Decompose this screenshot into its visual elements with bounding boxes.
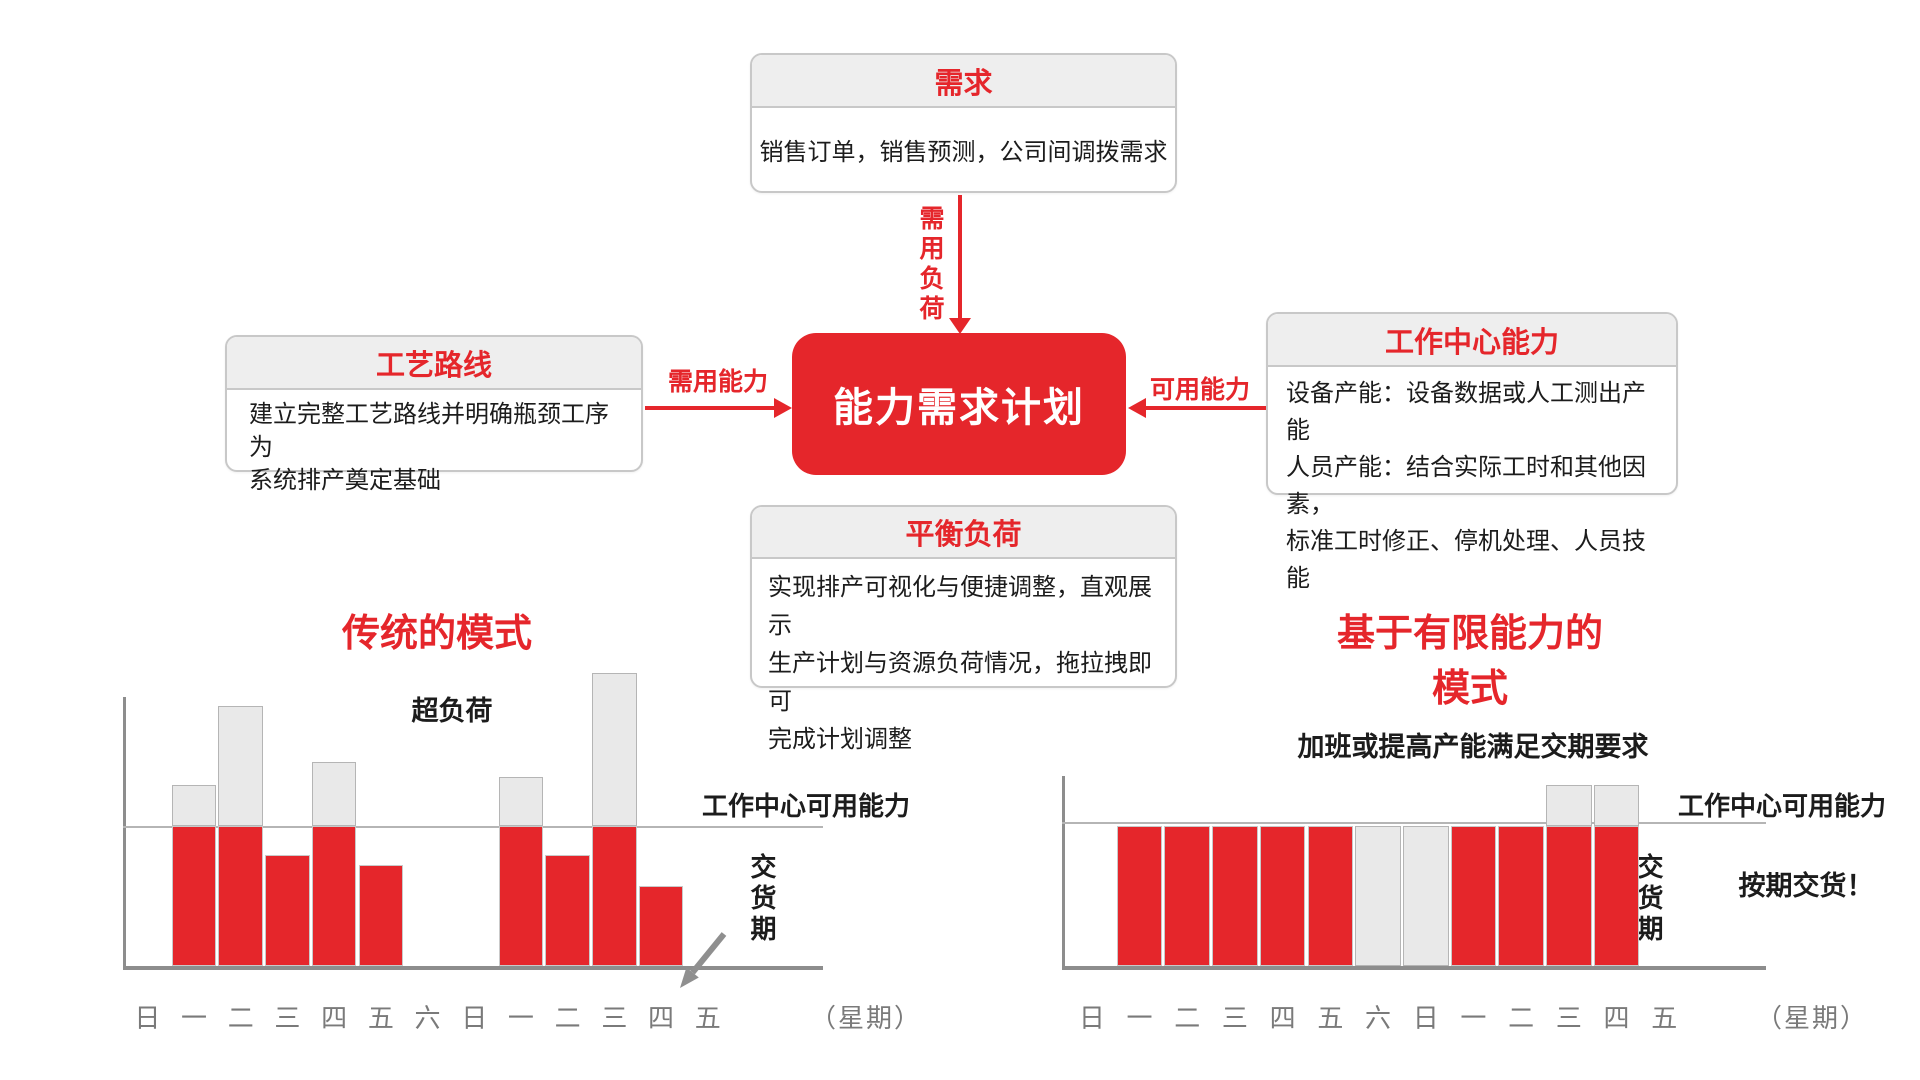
- delivery-date-arrow-icon: [680, 932, 727, 988]
- load-bar: [1593, 826, 1640, 966]
- day-tick-label: 一: [1126, 1003, 1153, 1033]
- day-tick-label: 三: [274, 1003, 301, 1033]
- overload-bar: [592, 673, 637, 826]
- overload-label: 超负荷: [411, 696, 493, 726]
- day-tick-label: 六: [414, 1003, 441, 1033]
- day-tick-label: 日: [1412, 1003, 1439, 1033]
- workcenter-box: 工作中心能力 设备产能：设备数据或人工测出产能 人员产能：结合实际工时和其他因素…: [1266, 312, 1678, 592]
- day-tick-label: 三: [1221, 1003, 1248, 1033]
- day-tick-label: 三: [1555, 1003, 1582, 1033]
- day-tick-label: 三: [601, 1003, 628, 1033]
- capacity-line-label-left: 工作中心可用能力: [702, 791, 911, 821]
- routing-to-center-arrowhead: [774, 398, 792, 418]
- load-bar: [171, 826, 217, 966]
- overload-bar: [218, 705, 264, 826]
- finite-chart-y-axis: [1062, 776, 1065, 968]
- day-tick-label: 一: [507, 1003, 534, 1033]
- load-bar: [1546, 826, 1592, 966]
- demand-box-body: 销售订单，销售预测，公司间调拨需求: [759, 139, 1168, 166]
- load-bar: [545, 855, 590, 966]
- day-tick-label: 日: [1078, 1003, 1105, 1033]
- balance-box-title: 平衡负荷: [752, 507, 1175, 559]
- load-bar: [1498, 826, 1544, 966]
- workcenter-to-center-arrowhead: [1128, 398, 1146, 418]
- day-tick-label: 六: [1365, 1003, 1392, 1033]
- load-bar: [1116, 826, 1163, 966]
- day-tick-label: 五: [1317, 1003, 1344, 1033]
- finite-chart-title: 基于有限能力的模式: [1336, 613, 1603, 710]
- workcenter-arrow-label: 可用能力: [1150, 376, 1251, 404]
- day-tick-label: 二: [1508, 1003, 1535, 1033]
- overload-bar: [311, 761, 357, 826]
- routing-box: 工艺路线 建立完整工艺路线并明确瓶颈工序为 系统排产奠定基础: [225, 335, 643, 494]
- week-axis-note-left: （星期）: [810, 1003, 923, 1033]
- load-bar: [1307, 826, 1354, 966]
- routing-box-body: 建立完整工艺路线并明确瓶颈工序为 系统排产奠定基础: [249, 401, 609, 494]
- routing-to-center-arrow: [645, 406, 775, 410]
- traditional-chart-capacity-line: [123, 826, 823, 828]
- finite-chart-capacity-line: [1062, 822, 1766, 824]
- day-tick-label: 一: [181, 1003, 208, 1033]
- demand-box: 需求 销售订单，销售预测，公司间调拨需求: [750, 53, 1177, 193]
- workcenter-box-body: 设备产能：设备数据或人工测出产能 人员产能：结合实际工时和其他因素， 标准工时修…: [1286, 380, 1646, 592]
- day-tick-label: 二: [554, 1003, 581, 1033]
- overload-bar: [1593, 785, 1640, 826]
- overload-bar: [498, 777, 544, 826]
- day-tick-label: 一: [1460, 1003, 1487, 1033]
- overtime-note: 加班或提高产能满足交期要求: [1297, 732, 1649, 762]
- overload-bar: [171, 785, 217, 826]
- workcenter-box-title: 工作中心能力: [1268, 314, 1676, 367]
- load-bar: [1450, 826, 1497, 966]
- load-bar: [498, 826, 544, 966]
- day-tick-label: 四: [1269, 1003, 1296, 1033]
- traditional-chart-title: 传统的模式: [341, 613, 532, 655]
- on-time-delivery-label: 按期交货！: [1738, 871, 1874, 901]
- day-tick-label: 二: [227, 1003, 254, 1033]
- day-tick-label: 四: [648, 1003, 675, 1033]
- workcenter-to-center-arrow: [1146, 406, 1266, 410]
- demand-arrow-label: 需用负荷: [916, 205, 944, 325]
- crp-center-box: 能力需求计划: [792, 333, 1126, 475]
- demand-box-title: 需求: [752, 55, 1175, 108]
- load-bar: [1259, 826, 1306, 966]
- finite-chart-x-axis: [1062, 966, 1766, 970]
- routing-box-title: 工艺路线: [227, 337, 641, 390]
- balance-box-body: 实现排产可视化与便捷调整，直观展示 生产计划与资源负荷情况，拖拉拽即可 完成计划…: [768, 574, 1152, 753]
- capacity-line-label-right: 工作中心可用能力: [1678, 791, 1887, 821]
- traditional-chart-y-axis: [123, 697, 126, 968]
- day-tick-label: 日: [134, 1003, 161, 1033]
- day-tick-label: 五: [367, 1003, 394, 1033]
- routing-arrow-label: 需用能力: [668, 368, 769, 396]
- day-tick-label: 四: [1603, 1003, 1630, 1033]
- load-bar: [1212, 826, 1258, 966]
- day-tick-label: 日: [461, 1003, 488, 1033]
- demand-to-center-arrow: [958, 195, 962, 319]
- load-bar: [358, 865, 404, 966]
- day-tick-label: 四: [321, 1003, 348, 1033]
- day-tick-label: 二: [1174, 1003, 1201, 1033]
- load-bar: [218, 826, 264, 966]
- load-bar: [265, 855, 310, 966]
- demand-to-center-arrowhead: [949, 318, 971, 334]
- week-axis-note-right: （星期）: [1756, 1003, 1869, 1033]
- load-bar: [592, 826, 637, 966]
- load-bar: [1164, 826, 1211, 966]
- balance-box: 平衡负荷 实现排产可视化与便捷调整，直观展示 生产计划与资源负荷情况，拖拉拽即可…: [750, 505, 1177, 753]
- overload-bar: [1355, 826, 1401, 966]
- day-tick-label: 五: [694, 1003, 721, 1033]
- load-bar: [638, 886, 684, 966]
- overload-bar: [1546, 785, 1592, 826]
- traditional-chart-x-axis: [123, 966, 823, 970]
- day-tick-label: 五: [1651, 1003, 1678, 1033]
- load-bar: [311, 826, 357, 966]
- overload-bar: [1402, 826, 1449, 966]
- delivery-period-label-left: 交货期: [747, 853, 777, 946]
